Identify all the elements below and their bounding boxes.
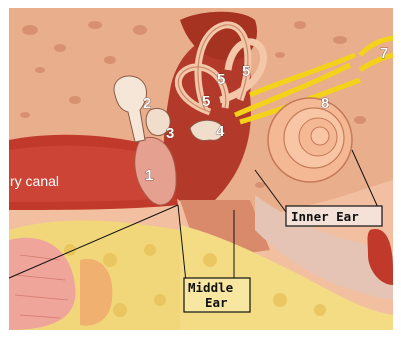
label-8: 8 (321, 95, 329, 112)
inner-ear-label: Inner Ear (291, 209, 359, 224)
cochlea (268, 98, 352, 182)
label-5a: 5 (202, 93, 210, 110)
label-5b: 5 (217, 71, 225, 88)
label-5c: 5 (242, 63, 250, 80)
middle-ear-label-line1: Middle (188, 280, 234, 295)
label-3: 3 (166, 125, 174, 142)
middle-ear-label-line2: Ear (205, 295, 228, 310)
label-4: 4 (216, 123, 225, 140)
ear-canal-label: ry canal (10, 173, 59, 189)
label-1: 1 (145, 167, 153, 184)
label-7: 7 (380, 45, 388, 62)
label-2: 2 (143, 95, 151, 112)
